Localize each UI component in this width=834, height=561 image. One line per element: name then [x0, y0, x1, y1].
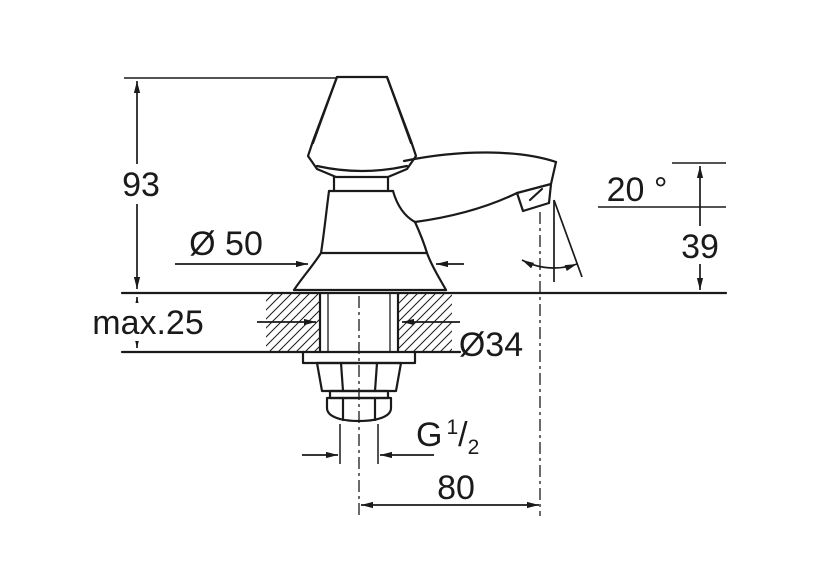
dim-label-spout-angle: 20 ° — [607, 171, 668, 209]
dim-label-spout-reach: 80 — [437, 469, 475, 507]
spout-top-edge — [402, 151, 558, 164]
dimension-height-93: 93 — [116, 77, 336, 289]
label-mask-93 — [116, 164, 164, 204]
locknut — [315, 361, 403, 393]
dim-label-shank-diameter: Ø34 — [459, 326, 523, 364]
aerator-bottom — [515, 191, 551, 213]
label-mask-39 — [679, 226, 721, 264]
locknut-facet-left — [339, 361, 345, 393]
faucet-base — [292, 251, 448, 292]
aerator-detail — [528, 187, 544, 202]
body-right-edge — [391, 189, 417, 224]
faucet-handle — [306, 75, 418, 179]
thread-slash: / — [458, 416, 468, 454]
faucet-body — [319, 175, 429, 255]
angle-line-20deg — [553, 199, 583, 278]
escutcheon-left — [292, 251, 323, 292]
spout-underside — [413, 191, 519, 224]
thread-numerator: 1 — [446, 416, 458, 439]
dim-label-height: 93 — [122, 166, 160, 204]
dim-label-base-diameter: Ø 50 — [189, 225, 263, 263]
thread-denominator: 2 — [468, 436, 480, 459]
handle-rim — [315, 164, 409, 173]
body-left-edge — [319, 189, 331, 255]
locknut-facet-right — [373, 361, 379, 393]
handle-facet-left — [311, 75, 339, 145]
label-mask-max25 — [78, 303, 220, 341]
dimension-spout-angle-20: 20 ° — [521, 171, 726, 282]
spout-end-face — [547, 160, 558, 205]
thread-prefix: G — [416, 416, 442, 454]
dim-label-spout-height: 39 — [681, 228, 719, 266]
body-right-lower — [413, 220, 429, 255]
faucet-spout — [402, 151, 558, 224]
handle-facet-right — [385, 75, 413, 145]
angle-arc-left — [521, 259, 555, 269]
dimension-base-diameter-50: Ø 50 — [175, 225, 464, 268]
handle-outline — [306, 75, 418, 179]
mounting-hardware — [301, 291, 417, 423]
dimension-shank-diameter-34: Ø34 — [257, 318, 523, 364]
dimension-spout-reach-80: 80 — [361, 469, 539, 509]
dimension-spout-height-39: 39 — [672, 162, 726, 290]
angle-arc-right — [553, 263, 578, 271]
dimension-max-thickness-25: max.25 — [78, 297, 220, 348]
aerator-step — [515, 182, 553, 195]
dim-label-max-thickness: max.25 — [92, 304, 204, 342]
escutcheon-right — [425, 251, 448, 292]
